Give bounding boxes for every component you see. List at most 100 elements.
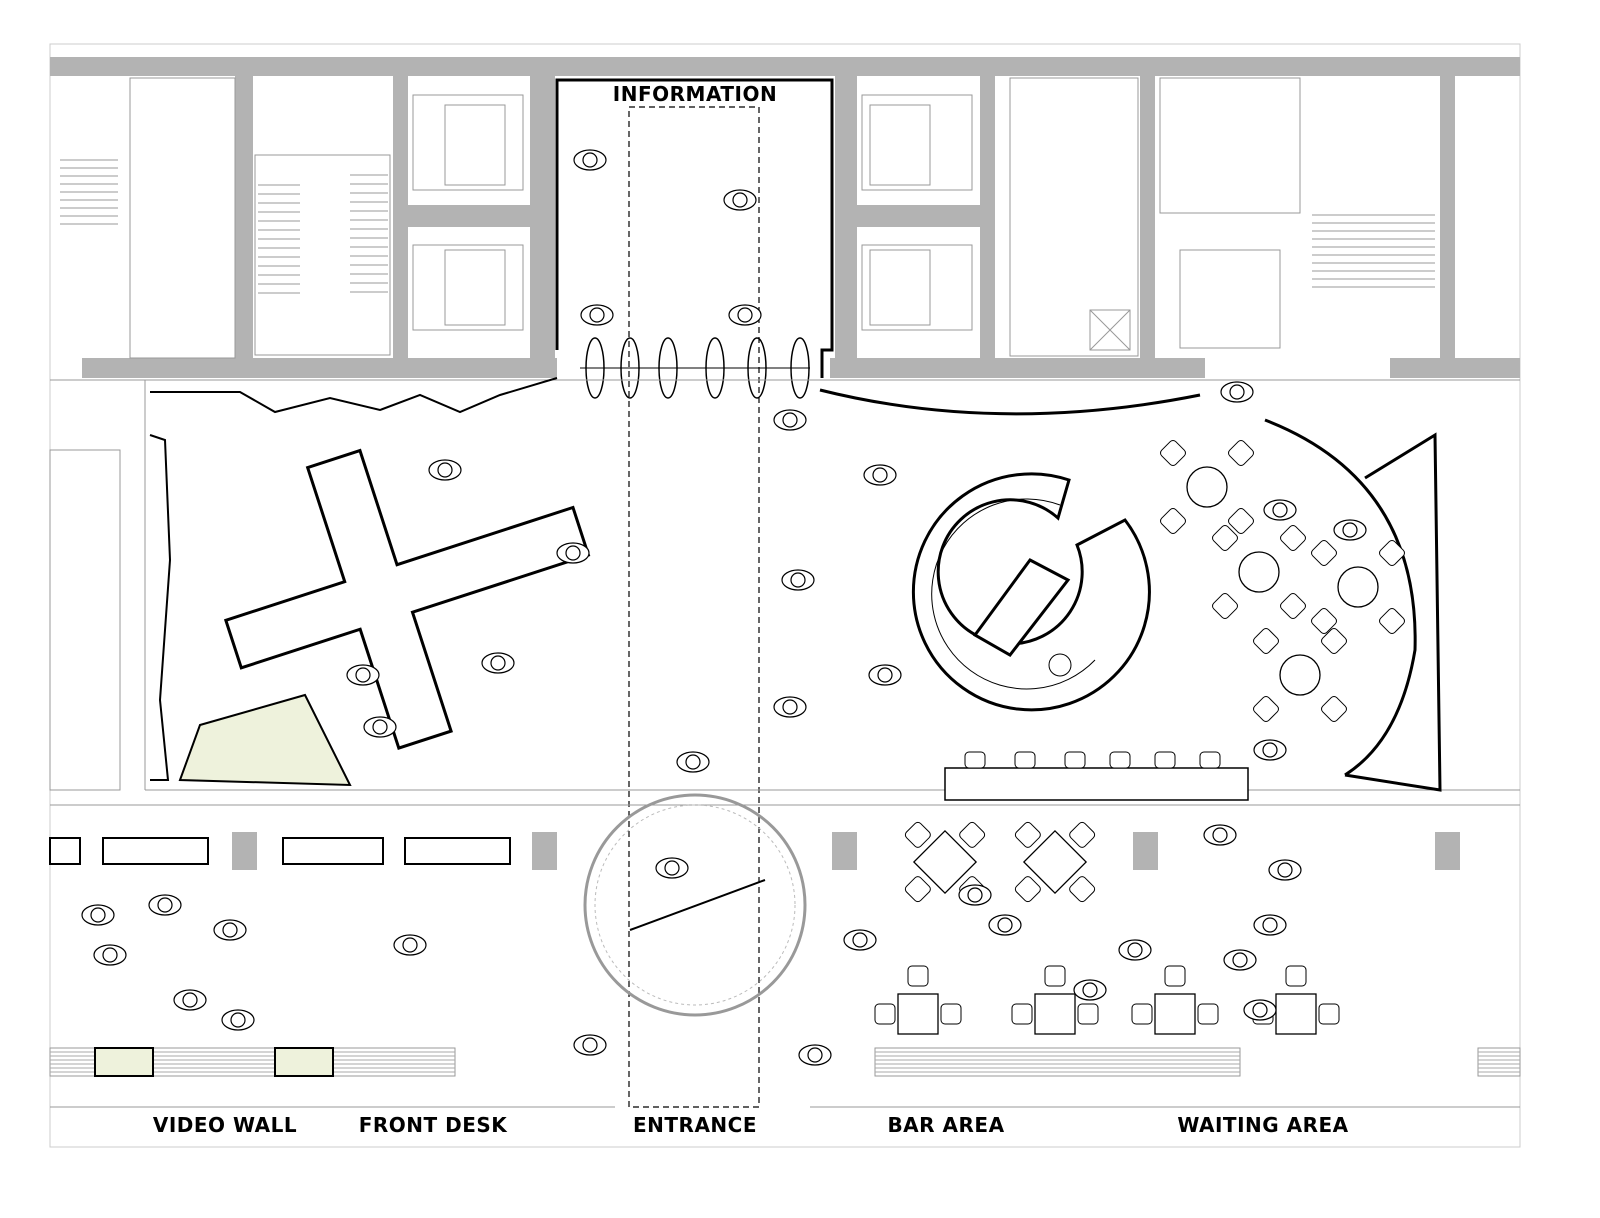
person-head <box>1232 952 1248 968</box>
person-icon <box>93 944 127 966</box>
person-head <box>967 887 983 903</box>
person-head <box>782 412 798 428</box>
display-desk <box>282 837 384 865</box>
display-desk <box>49 837 81 865</box>
person-head <box>402 937 418 953</box>
chair <box>1014 821 1041 848</box>
person-head <box>90 907 106 923</box>
person-head <box>182 992 198 1008</box>
people <box>81 149 1367 1066</box>
bar-stools <box>964 751 1221 769</box>
chair <box>1197 1003 1219 1025</box>
person-icon <box>221 1009 255 1031</box>
person-icon <box>1220 381 1254 403</box>
person-head <box>732 192 748 208</box>
person-icon <box>573 1034 607 1056</box>
chair <box>1253 696 1279 722</box>
person-icon <box>481 652 515 674</box>
chair <box>1228 508 1254 534</box>
square-table <box>1275 993 1317 1035</box>
person-head <box>355 667 371 683</box>
person-head <box>1212 827 1228 843</box>
person-icon <box>868 664 902 686</box>
column <box>232 832 257 870</box>
person-icon <box>773 409 807 431</box>
person-head <box>872 467 888 483</box>
chair <box>940 1003 962 1025</box>
waiting-area-label: WAITING AREA <box>1177 1113 1348 1137</box>
person-icon <box>1253 739 1287 761</box>
person-icon <box>863 464 897 486</box>
person-head <box>102 947 118 963</box>
chair <box>1311 608 1337 634</box>
column <box>532 832 557 870</box>
person-head <box>582 152 598 168</box>
round-table <box>1186 466 1228 508</box>
chair <box>1321 696 1347 722</box>
person-icon <box>393 934 427 956</box>
person-head <box>1342 522 1358 538</box>
person-icon <box>958 884 992 906</box>
revolving-door[interactable] <box>583 793 807 1017</box>
person-icon <box>346 664 380 686</box>
square-table <box>1022 829 1088 895</box>
bar-stool <box>1199 751 1221 769</box>
person-icon <box>1243 999 1277 1021</box>
chair <box>1131 1003 1153 1025</box>
chair <box>1285 965 1307 987</box>
person-head <box>997 917 1013 933</box>
chair <box>874 1003 896 1025</box>
person-icon <box>1253 914 1287 936</box>
person-icon <box>1263 499 1297 521</box>
person-icon <box>728 304 762 326</box>
square-table <box>897 993 939 1035</box>
chair <box>1280 525 1306 551</box>
chair <box>907 965 929 987</box>
person-icon <box>1118 939 1152 961</box>
video-wall-label: VIDEO WALL <box>153 1113 297 1137</box>
bar-curved-wall <box>819 388 1201 416</box>
waiting-curved-wall <box>1264 418 1417 777</box>
square-table <box>1034 993 1076 1035</box>
person-head <box>664 860 680 876</box>
round-table <box>1279 654 1321 696</box>
chair <box>1011 1003 1033 1025</box>
person-icon <box>988 914 1022 936</box>
person-head <box>877 667 893 683</box>
stairs-left <box>254 154 391 356</box>
planter <box>274 1047 334 1077</box>
chair <box>1253 628 1279 654</box>
person-head <box>807 1047 823 1063</box>
chair <box>1228 440 1254 466</box>
bar-stool <box>964 751 986 769</box>
person-icon <box>781 569 815 591</box>
person-head <box>1277 862 1293 878</box>
bar-stool <box>1014 751 1036 769</box>
person-icon <box>1268 859 1302 881</box>
bar-stool <box>1064 751 1086 769</box>
person-icon <box>428 459 462 481</box>
chair <box>1311 540 1337 566</box>
person-head <box>1262 742 1278 758</box>
square-table <box>912 829 978 895</box>
person-head <box>1252 1002 1268 1018</box>
bar-stool <box>1154 751 1176 769</box>
person-head <box>685 754 701 770</box>
security-gates[interactable] <box>580 337 810 399</box>
person-head <box>1262 917 1278 933</box>
person-head <box>490 655 506 671</box>
person-icon <box>1223 949 1257 971</box>
entrance-label: ENTRANCE <box>633 1113 757 1137</box>
chair <box>1212 525 1238 551</box>
chair <box>959 821 986 848</box>
column <box>832 832 857 870</box>
chair <box>1280 593 1306 619</box>
person-head <box>1082 982 1098 998</box>
person-icon <box>798 1044 832 1066</box>
person-head <box>230 1012 246 1028</box>
person-icon <box>1333 519 1367 541</box>
bench <box>1477 1047 1521 1077</box>
video-wall-side <box>149 434 172 781</box>
bar-counter <box>944 767 1249 801</box>
round-table <box>1238 551 1280 593</box>
